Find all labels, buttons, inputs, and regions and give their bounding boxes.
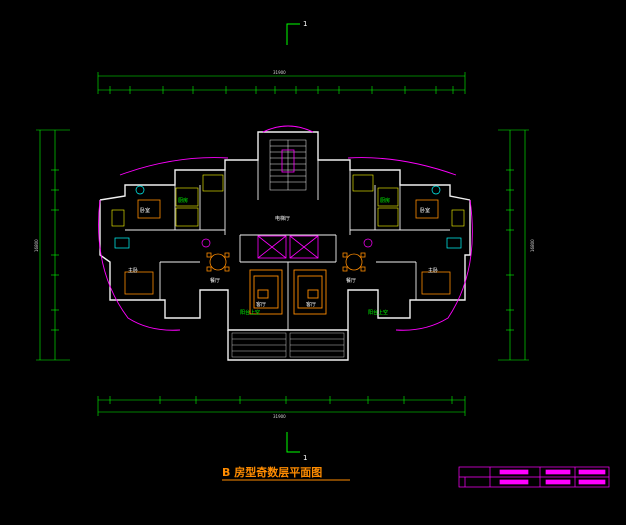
furniture-sofa-left [249,269,283,315]
dim-left-overall: 16800 [34,239,39,252]
furniture-beds [124,199,451,295]
section-number-bottom: 1 [303,454,307,462]
fixtures [114,185,462,249]
label-master-right: 主卧 [428,267,438,274]
stair-roof-curve [262,125,314,133]
drawing-title: B 房型奇数层平面图 [222,465,322,479]
label-bedroom-right: 卧室 [420,207,430,214]
label-living-right: 客厅 [306,301,316,308]
stair-handrail [281,149,295,173]
label-master-left: 主卧 [128,267,138,274]
label-kitchen-right: 厨房 [380,197,390,204]
exterior-walls [99,131,471,361]
title-block [458,466,610,488]
section-number-top: 1 [303,20,307,28]
label-dining-right: 餐厅 [346,277,356,284]
furniture-sofa-right [293,269,327,315]
balcony-hatch [231,332,345,358]
elevator-shafts [257,235,319,259]
dim-right-overall: 16800 [530,239,535,252]
dimension-chain-left [36,129,70,361]
dimension-chain-right [498,129,529,361]
furniture-dining-right [342,252,366,272]
label-bedroom-left: 卧室 [140,207,150,214]
dim-bottom-overall: 31900 [273,414,286,419]
window-cells [111,174,465,227]
label-dining-left: 餐厅 [210,277,220,284]
section-marker-bottom [286,432,300,453]
stair-core [269,139,307,191]
label-kitchen-left: 厨房 [178,197,188,204]
furniture-dining-left [206,252,230,272]
dimension-chain-bottom [97,396,466,416]
dim-top-overall: 31900 [273,70,286,75]
label-elevator-hall: 电梯厅 [275,215,290,222]
label-balcony-left: 阳台上空 [240,309,260,316]
dimension-chain-top [97,72,466,94]
interior-walls [125,160,450,330]
label-living-left: 客厅 [256,301,266,308]
label-balcony-right: 阳台上空 [368,309,388,316]
curved-facades [98,157,473,331]
section-marker-top [286,23,300,45]
